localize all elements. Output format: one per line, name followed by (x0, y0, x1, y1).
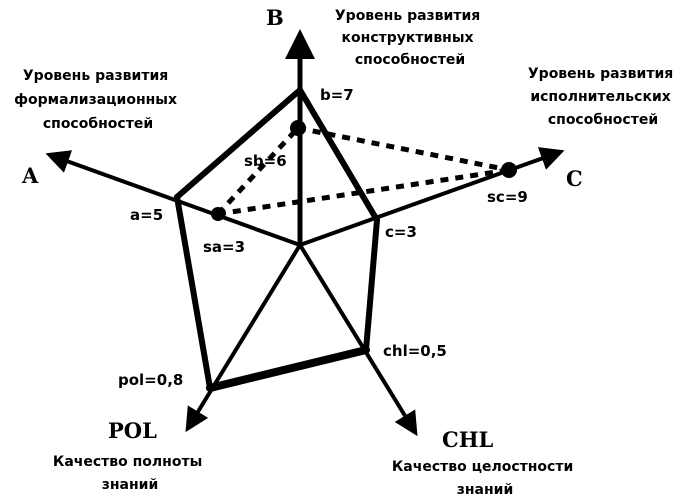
value-label-c: c=3 (385, 223, 417, 241)
value-label-a: a=5 (130, 206, 163, 224)
axis-chl-description: Качество целостности знаний (392, 459, 578, 497)
axis-c-desc-line-1: Уровень развития (528, 66, 673, 82)
dotted-triangle (216, 125, 510, 217)
axis-a-desc-line-1: Уровень развития (23, 68, 168, 84)
point-sb (290, 120, 306, 136)
axis-chl-desc-line-1: Качество целостности (392, 459, 573, 475)
edge-sa-sc (217, 167, 510, 217)
axis-a-desc-line-2: формализационных (14, 92, 177, 108)
axis-c-description: Уровень развития исполнительских способн… (528, 66, 678, 128)
axis-c-desc-line-2: исполнительских (530, 89, 671, 105)
axis-letter-b: B (266, 5, 284, 30)
value-label-sc: sc=9 (487, 188, 528, 206)
value-label-chl: chl=0,5 (383, 342, 447, 360)
axis-b-description: Уровень развития конструктивных способно… (335, 8, 485, 68)
axis-c (299, 147, 565, 247)
value-label-sa: sa=3 (203, 238, 245, 256)
edge-sa-sb (216, 126, 300, 216)
value-label-b: b=7 (320, 86, 354, 104)
edge-sb-sc (297, 125, 510, 173)
value-label-pol: pol=0,8 (118, 371, 183, 389)
axis-b-desc-line-2: конструктивных (342, 30, 474, 46)
axis-c-desc-line-3: способностей (548, 112, 658, 128)
edge-a-b (174, 87, 303, 200)
axis-chl-desc-line-2: знаний (457, 482, 514, 497)
edge-c-chl (363, 217, 380, 353)
axis-b-desc-line-1: Уровень развития (335, 8, 480, 24)
axis-letter-chl: CHL (442, 427, 494, 452)
axis-chl (298, 243, 418, 437)
axis-letter-a: A (21, 163, 39, 188)
axis-a-desc-line-3: способностей (43, 116, 153, 132)
value-label-sb: sb=6 (244, 152, 287, 170)
axis-letter-c: C (566, 166, 583, 191)
point-sc (501, 162, 517, 178)
axis-pol-desc-line-1: Качество полноты (53, 454, 202, 470)
solid-polygon (174, 87, 380, 392)
edge-chl-pol (206, 346, 370, 392)
point-sa (211, 207, 225, 221)
axis-pol-desc-line-2: знаний (102, 477, 159, 493)
axis-a-description: Уровень развития формализационных способ… (14, 68, 182, 132)
axis-pol (185, 243, 302, 433)
axis-b-desc-line-3: способностей (355, 52, 465, 68)
axes (45, 29, 565, 437)
axis-letter-pol: POL (108, 418, 157, 443)
axis-pol-description: Качество полноты знаний (53, 454, 207, 493)
edge-b-c (297, 87, 380, 223)
edge-pol-a (174, 194, 213, 391)
points (211, 120, 517, 221)
